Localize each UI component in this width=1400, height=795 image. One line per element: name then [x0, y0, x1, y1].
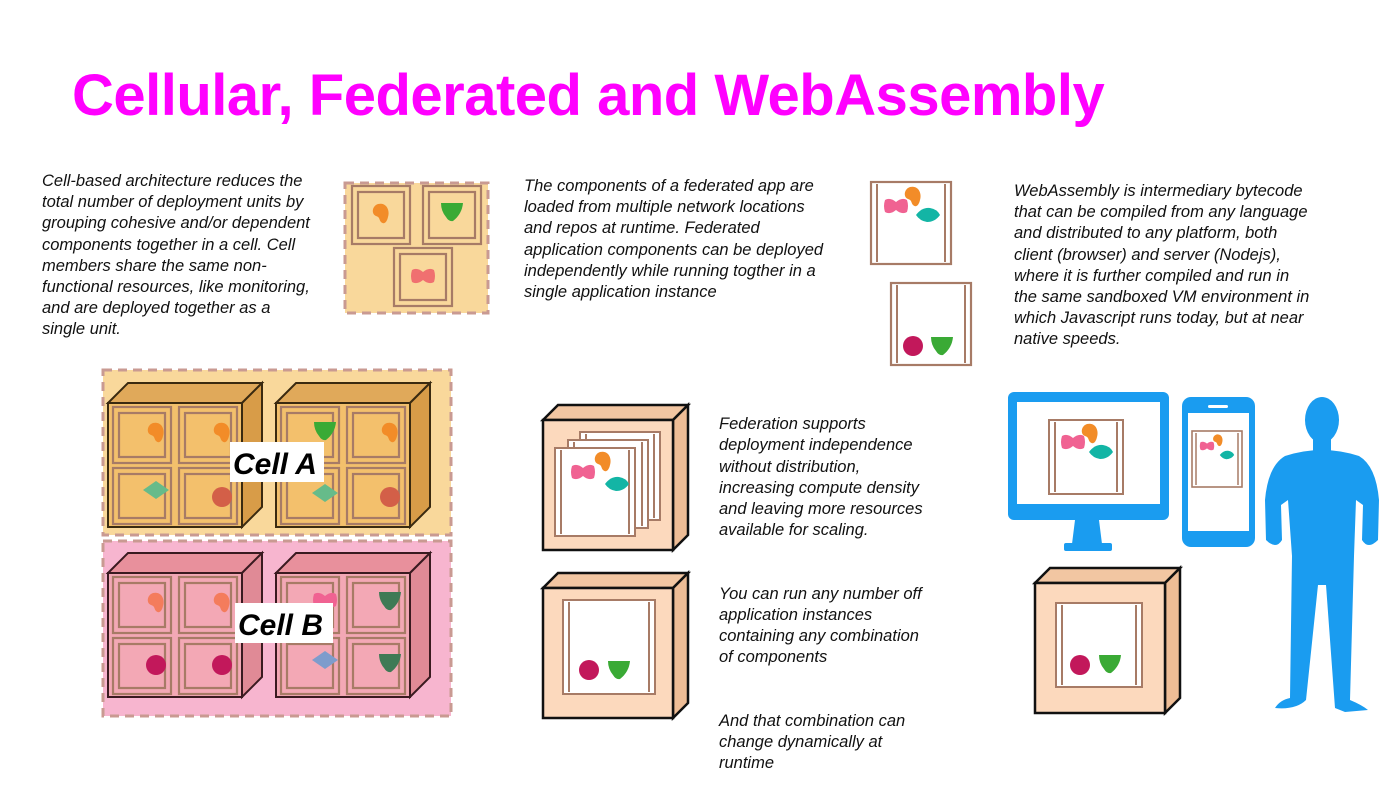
federation-note-dynamic: And that combination can change dynamica…: [719, 711, 906, 773]
federated-components: [869, 180, 973, 367]
federation-notes: Federation supports deployment independe…: [719, 393, 923, 795]
webassembly-description: WebAssembly is intermediary bytecode tha…: [1014, 182, 1310, 349]
cell-a-label: Cell A: [233, 448, 317, 481]
federation-note-instances: You can run any number off application i…: [719, 584, 922, 667]
person-silhouette-icon: [1265, 397, 1379, 712]
server-multi-instance: [541, 403, 690, 552]
cell-example: [343, 181, 490, 315]
federated-description: The components of a federated app are lo…: [524, 177, 824, 302]
server-wasm-instance: [1033, 566, 1182, 715]
cell-b-label: Cell B: [238, 609, 323, 642]
cell-b: Cell B: [101, 539, 453, 718]
cell-a: Cell A: [101, 368, 453, 537]
desktop-monitor-icon: [1008, 392, 1169, 551]
federation-note-independence: Federation supports deployment independe…: [719, 415, 923, 540]
cellular-description: Cell-based architecture reduces the tota…: [42, 172, 310, 339]
server-single-instance: [541, 571, 690, 720]
smartphone-icon: [1182, 397, 1255, 547]
page-title: Cellular, Federated and WebAssembly: [72, 63, 1105, 128]
